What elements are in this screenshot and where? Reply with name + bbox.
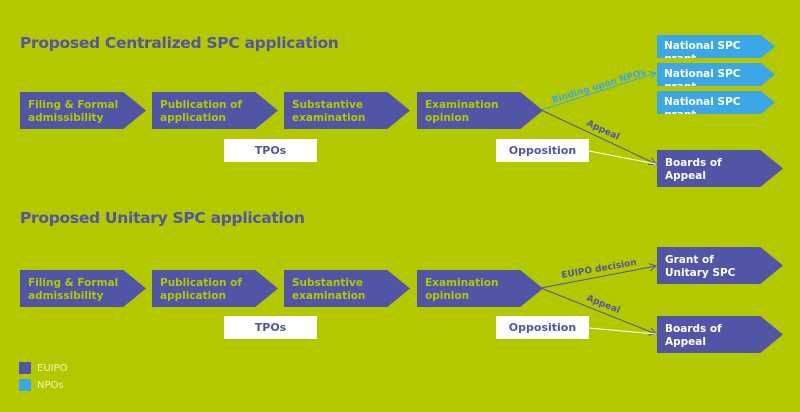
- tpos-box: TPOs: [224, 316, 317, 339]
- appeal-connector: [540, 109, 656, 164]
- decision-connector: [540, 266, 656, 289]
- national-spc-grant: National SPC grant: [657, 63, 775, 86]
- decision-label: EUIPO decision: [561, 258, 638, 281]
- binding-connector: [540, 73, 656, 111]
- euipo-swatch: [19, 362, 31, 374]
- national-spc-grant: National SPC grant: [657, 91, 775, 114]
- centralized-title: Proposed Centralized SPC application: [20, 34, 339, 52]
- legend-euipo: EUIPO: [19, 362, 68, 374]
- legend-npos: NPOs: [19, 379, 64, 391]
- national-spc-grant: National SPC grant: [657, 35, 775, 58]
- binding-label: Binding upon NPOs: [551, 68, 647, 106]
- opposition-box: Opposition: [496, 316, 589, 339]
- npos-swatch: [19, 379, 31, 391]
- legend-label: EUIPO: [37, 362, 68, 374]
- opposition-box: Opposition: [496, 139, 589, 162]
- appeal-connector-2: [540, 287, 656, 334]
- opposition-connector: [588, 150, 657, 165]
- tpos-box: TPOs: [224, 139, 317, 162]
- opposition-connector-2: [588, 327, 657, 335]
- unitary-title: Proposed Unitary SPC application: [20, 209, 305, 227]
- legend-label: NPOs: [37, 379, 64, 391]
